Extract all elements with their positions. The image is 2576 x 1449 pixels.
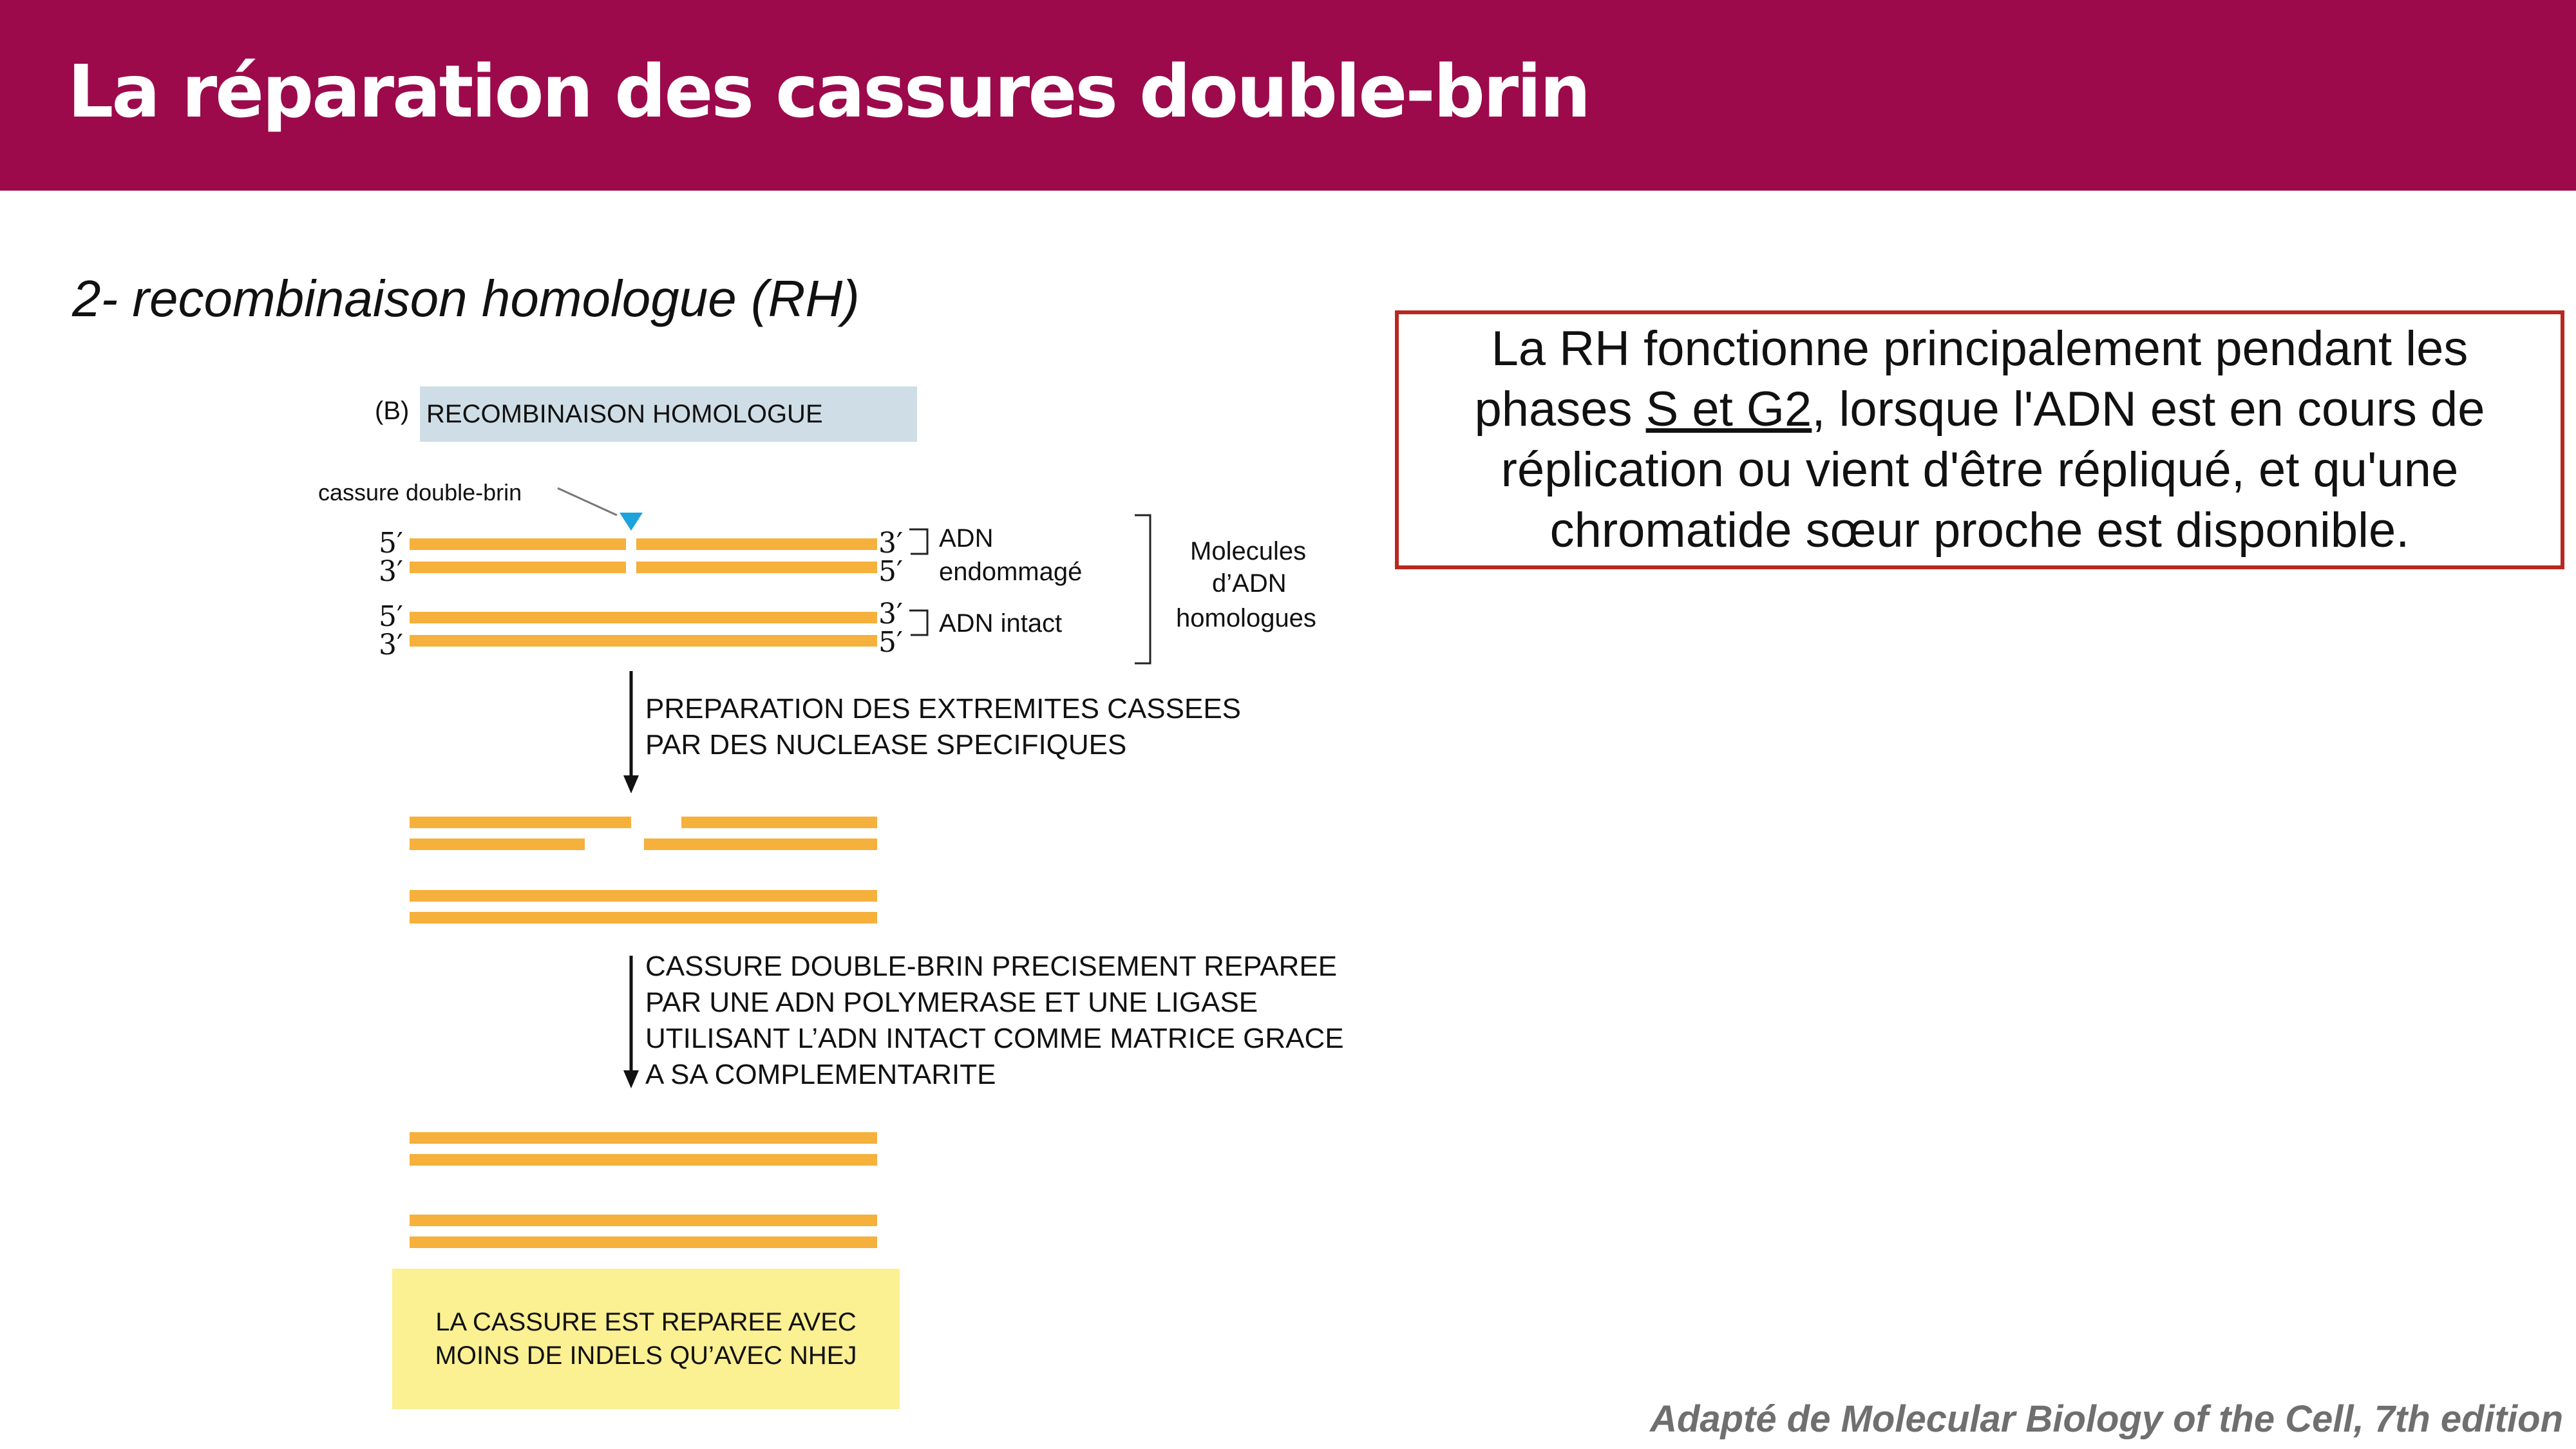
strand-repaired-3 bbox=[410, 1215, 877, 1226]
result-box: LA CASSURE EST REPAREE AVEC MOINS DE IND… bbox=[392, 1269, 900, 1409]
step1-line2: PAR DES NUCLEASE SPECIFIQUES bbox=[645, 729, 1127, 761]
strand-resected-top-left bbox=[410, 817, 631, 828]
step2-line1: CASSURE DOUBLE-BRIN PRECISEMENT REPAREE bbox=[645, 951, 1338, 982]
end-label-3-top: 3′ bbox=[379, 555, 403, 588]
strand-intact-top bbox=[410, 612, 877, 623]
step2-line4: A SA COMPLEMENTARITE bbox=[645, 1059, 996, 1090]
end-label-3-right-top: 3′ bbox=[878, 527, 903, 560]
note-text-after: , lorsque l'ADN est en cours de réplicat… bbox=[1501, 382, 2485, 558]
end-label-5-top: 5′ bbox=[379, 527, 403, 560]
damaged-dna-label-1: ADN bbox=[939, 524, 994, 553]
panel-letter: (B) bbox=[375, 397, 410, 425]
source-credit: Adapté de Molecular Biology of the Cell,… bbox=[1650, 1398, 2563, 1440]
strand-damaged-bottom-right bbox=[636, 562, 877, 573]
page-title: La réparation des cassures double-brin bbox=[68, 50, 1591, 134]
panel-title-banner: RECOMBINAISON HOMOLOGUE bbox=[420, 386, 917, 442]
note-box: La RH fonctionne principalement pendant … bbox=[1395, 310, 2564, 569]
strand-damaged-top-left bbox=[410, 538, 626, 550]
panel-title: RECOMBINAISON HOMOLOGUE bbox=[426, 399, 823, 428]
step2-arrow-icon bbox=[623, 1070, 639, 1088]
note-text-before: La RH fonctionne principalement pendant … bbox=[1474, 321, 2468, 437]
section-subtitle: 2- recombinaison homologue (RH) bbox=[72, 270, 860, 327]
strand-intact-bottom bbox=[410, 635, 877, 647]
result-line2: MOINS DE INDELS QU’AVEC NHEJ bbox=[435, 1341, 857, 1370]
result-line1: LA CASSURE EST REPAREE AVEC bbox=[435, 1308, 857, 1336]
molecules-label-1: Molecules bbox=[1190, 537, 1307, 565]
strand-resected-top-right bbox=[681, 817, 877, 828]
strand-resected-bottom-left bbox=[410, 838, 585, 850]
step1-arrow-icon bbox=[623, 775, 639, 793]
strand-damaged-bottom-left bbox=[410, 562, 626, 573]
intact-dna-label: ADN intact bbox=[939, 609, 1063, 638]
damaged-dna-label-2: endommagé bbox=[939, 558, 1083, 586]
break-label: cassure double-brin bbox=[318, 479, 522, 506]
header-bar: La réparation des cassures double-brin bbox=[0, 0, 2576, 191]
strand-repaired-1 bbox=[410, 1132, 877, 1144]
molecules-label-2: d’ADN bbox=[1212, 569, 1287, 598]
end-label-3-right-bottom: 3′ bbox=[878, 598, 903, 630]
damaged-bracket bbox=[909, 528, 929, 555]
note-text: La RH fonctionne principalement pendant … bbox=[1399, 319, 2561, 561]
strand-repaired-2 bbox=[410, 1154, 877, 1166]
end-label-3-bottom: 3′ bbox=[379, 629, 403, 661]
note-text-phases: S et G2 bbox=[1645, 382, 1812, 437]
strand-template-bottom bbox=[410, 912, 877, 923]
strand-damaged-top-right bbox=[636, 538, 877, 550]
molecules-label-3: homologues bbox=[1176, 604, 1316, 632]
step2-line2: PAR UNE ADN POLYMERASE ET UNE LIGASE bbox=[645, 987, 1258, 1018]
end-label-5-right-bottom: 5′ bbox=[878, 626, 903, 659]
step1-line1: PREPARATION DES EXTREMITES CASSEES bbox=[645, 693, 1242, 724]
step2-line3: UTILISANT L’ADN INTACT COMME MATRICE GRA… bbox=[645, 1023, 1344, 1054]
result-text: LA CASSURE EST REPAREE AVEC MOINS DE IND… bbox=[435, 1305, 857, 1372]
homologous-bracket bbox=[1135, 514, 1151, 665]
end-label-5-bottom: 5′ bbox=[379, 600, 403, 633]
strand-template-top bbox=[410, 890, 877, 902]
strand-repaired-4 bbox=[410, 1236, 877, 1248]
break-pointer-line bbox=[557, 487, 618, 516]
intact-bracket bbox=[909, 609, 929, 636]
end-label-5-right-top: 5′ bbox=[878, 555, 903, 588]
strand-resected-bottom-right bbox=[644, 838, 877, 850]
break-marker-icon bbox=[620, 513, 643, 531]
